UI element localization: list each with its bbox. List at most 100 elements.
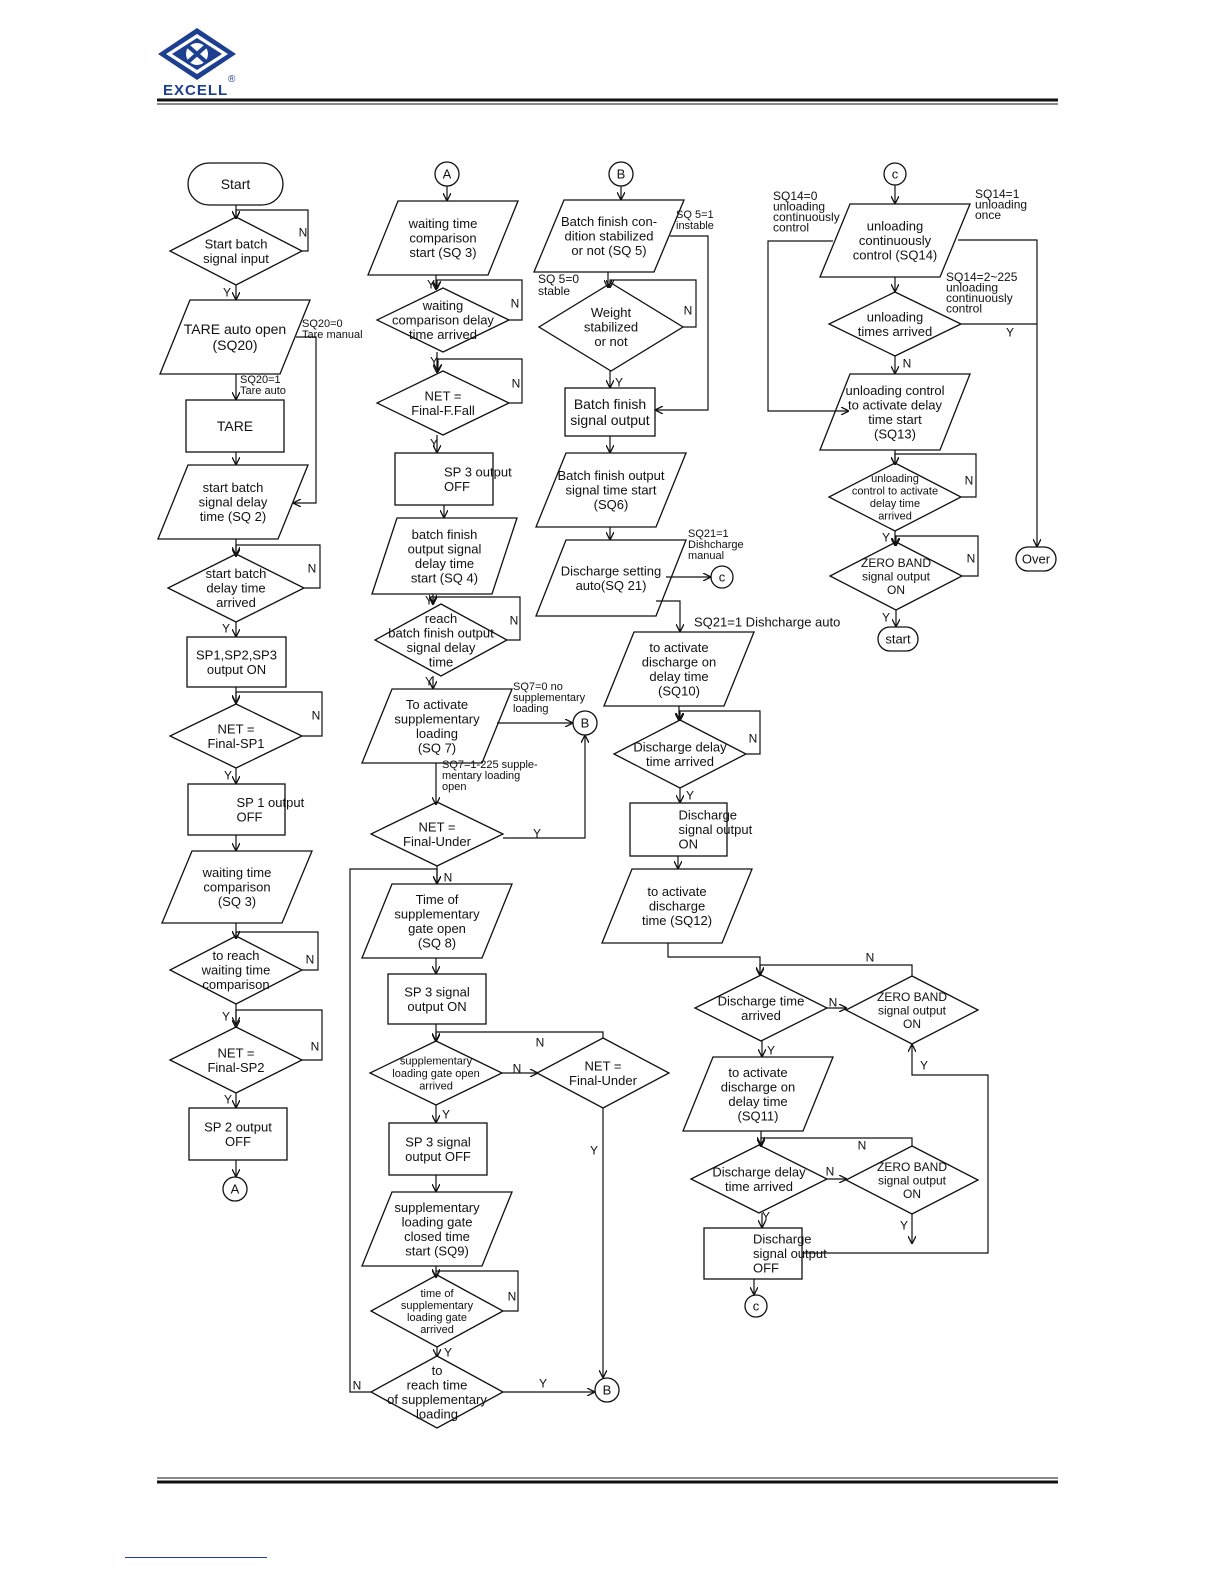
batch-finish-condition bbox=[533, 199, 685, 273]
net-ffall-decision-label: NET =Final-F.Fall bbox=[411, 388, 475, 418]
yes-label: Y bbox=[427, 277, 435, 291]
discharge-setting bbox=[535, 539, 687, 617]
flow-line bbox=[767, 240, 848, 411]
connector-c-bottom bbox=[744, 1294, 768, 1318]
yes-label: Y bbox=[430, 354, 438, 368]
flow-line bbox=[437, 279, 523, 321]
flow-line bbox=[895, 453, 977, 498]
flow-line bbox=[436, 1271, 519, 1312]
sp3-signal-off bbox=[388, 1122, 488, 1176]
flow-line bbox=[958, 239, 1037, 546]
sp2-off bbox=[188, 1107, 288, 1161]
no-label: N bbox=[353, 1378, 362, 1392]
yes-label: Y bbox=[539, 1376, 547, 1390]
discharge-delay-2-decision bbox=[689, 1144, 829, 1214]
connector-c-mid-label: c bbox=[719, 570, 726, 585]
unloading-control-sq13 bbox=[819, 373, 971, 451]
unloading-continuous bbox=[819, 203, 971, 278]
connector-a-bottom-label: A bbox=[231, 1182, 240, 1197]
footnote-rule bbox=[125, 1557, 267, 1558]
connector-b-bottom-label: B bbox=[603, 1383, 612, 1398]
connector-a-top-label: A bbox=[443, 167, 452, 182]
flow-line bbox=[656, 600, 680, 631]
yes-label: Y bbox=[762, 1209, 770, 1223]
flow-line bbox=[236, 932, 319, 971]
flow-line bbox=[236, 209, 309, 252]
excell-logo-icon bbox=[158, 28, 236, 80]
net-final-sp1-decision-label: NET =Final-SP1 bbox=[207, 721, 264, 751]
start-terminal-2 bbox=[877, 626, 919, 652]
waiting-comparison-start bbox=[367, 200, 519, 276]
tare-auto-open bbox=[159, 299, 311, 375]
tare-box-label: TARE bbox=[217, 418, 253, 434]
net-final-under-2-decision-label: NET =Final-Under bbox=[569, 1058, 638, 1088]
over-terminal bbox=[1015, 546, 1057, 572]
yes-label: Y bbox=[882, 530, 890, 544]
no-label: N bbox=[306, 952, 315, 966]
yes-label: Y bbox=[224, 768, 232, 782]
yes-label: Y bbox=[920, 1058, 928, 1072]
reach-batch-finish-decision bbox=[373, 603, 509, 677]
yes-label: Y bbox=[882, 610, 890, 624]
connector-b-mid-label: B bbox=[581, 716, 590, 731]
tare-auto-open-label: TARE auto open(SQ20) bbox=[184, 321, 286, 353]
time-supp-open bbox=[361, 883, 513, 959]
no-label: N bbox=[508, 1289, 517, 1303]
batch-finish-delay bbox=[371, 517, 518, 595]
start-batch-delay bbox=[157, 464, 309, 540]
no-label: N bbox=[866, 950, 875, 964]
flow-line bbox=[436, 1031, 604, 1040]
yes-label: Y bbox=[590, 1143, 598, 1157]
flow-line bbox=[236, 544, 321, 589]
connector-a-bottom bbox=[222, 1176, 248, 1202]
flow-line bbox=[896, 535, 979, 577]
no-label: N bbox=[826, 1164, 835, 1178]
registered-mark: ® bbox=[228, 74, 236, 85]
flow-line bbox=[236, 691, 323, 737]
no-label: N bbox=[903, 356, 912, 370]
no-label: N bbox=[965, 473, 974, 487]
activate-discharge-on-sq10 bbox=[603, 631, 755, 707]
flow-line bbox=[433, 596, 521, 641]
no-label: N bbox=[512, 376, 521, 390]
flow-line bbox=[656, 235, 709, 410]
activate-discharge-on-sq11 bbox=[682, 1056, 834, 1132]
no-label: N bbox=[858, 1138, 867, 1152]
over-terminal-label: Over bbox=[1022, 552, 1051, 567]
